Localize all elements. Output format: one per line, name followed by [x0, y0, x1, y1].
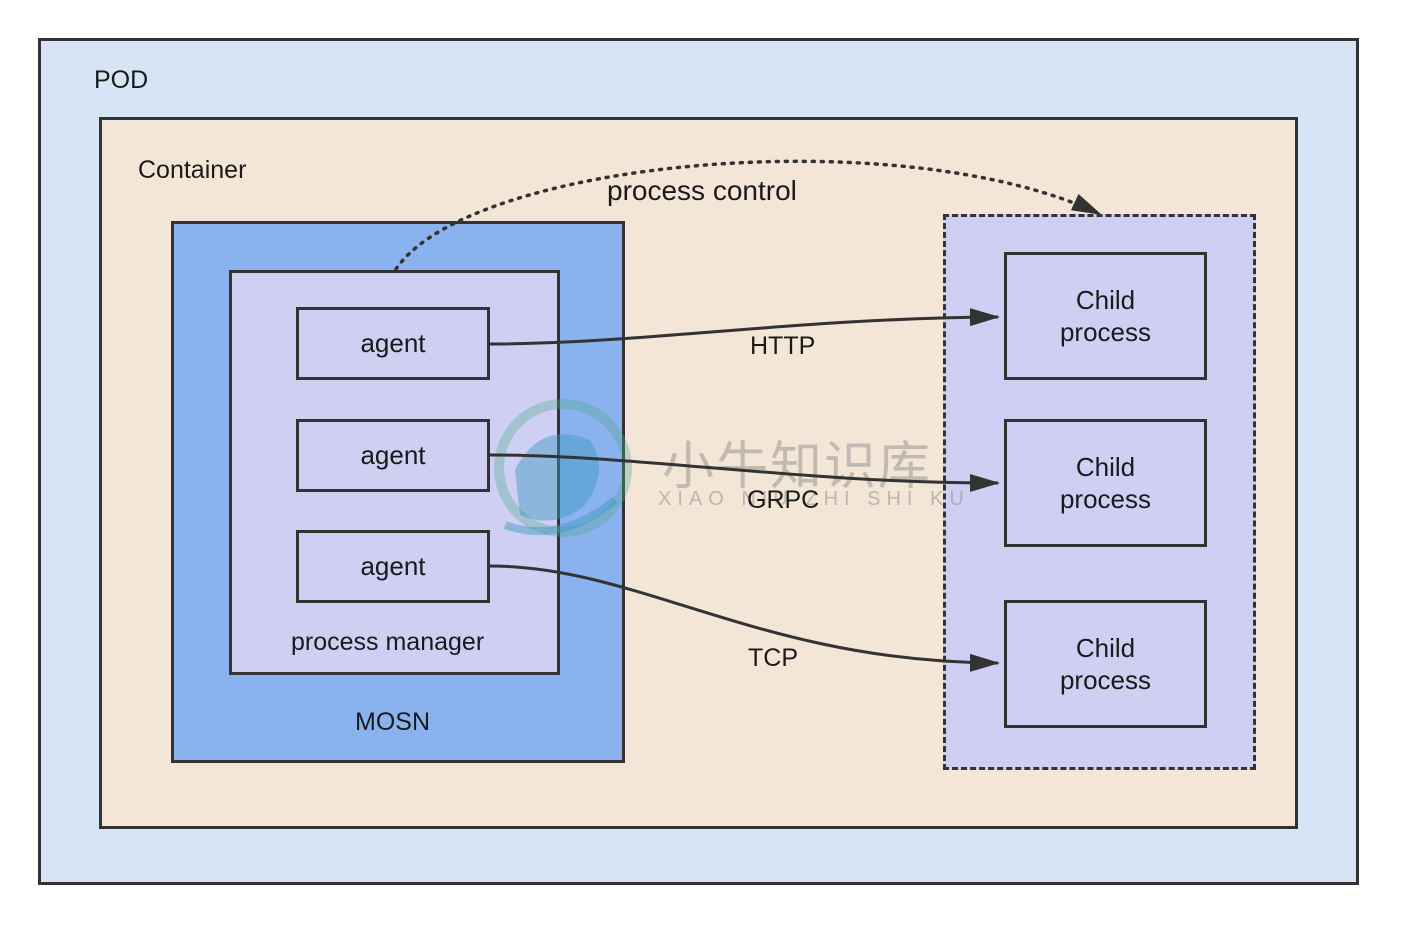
agent-label: agent — [360, 328, 426, 358]
http-arrow — [489, 308, 1000, 346]
agent-label: agent — [360, 440, 426, 470]
process-control-arrow — [394, 159, 1102, 271]
child-label-line2: process — [1059, 665, 1152, 695]
tcp-arrow — [489, 564, 1000, 672]
agent-box-3: agent — [296, 530, 490, 603]
child-process-box-1: Child process — [1004, 252, 1207, 380]
child-label-line1: Child — [1075, 285, 1136, 315]
child-label-line1: Child — [1075, 633, 1136, 663]
process-manager-label: process manager — [291, 628, 485, 656]
pod-label: POD — [94, 66, 149, 94]
http-label: HTTP — [750, 332, 816, 360]
agent-box-2: agent — [296, 419, 490, 492]
process-control-label: process control — [607, 175, 797, 206]
child-label-line2: process — [1059, 484, 1152, 514]
container-label: Container — [138, 156, 247, 184]
mosn-label: MOSN — [355, 708, 430, 736]
agent-label: agent — [360, 551, 426, 581]
child-process-box-3: Child process — [1004, 600, 1207, 728]
watermark-latin: XIAO NIU ZHI SHI KU — [658, 488, 970, 510]
tcp-label: TCP — [748, 644, 798, 672]
agent-box-1: agent — [296, 307, 490, 380]
child-label-line1: Child — [1075, 452, 1136, 482]
grpc-arrow — [489, 453, 1000, 492]
child-label-line2: process — [1059, 317, 1152, 347]
grpc-label: GRPC — [747, 486, 820, 514]
child-process-box-2: Child process — [1004, 419, 1207, 547]
